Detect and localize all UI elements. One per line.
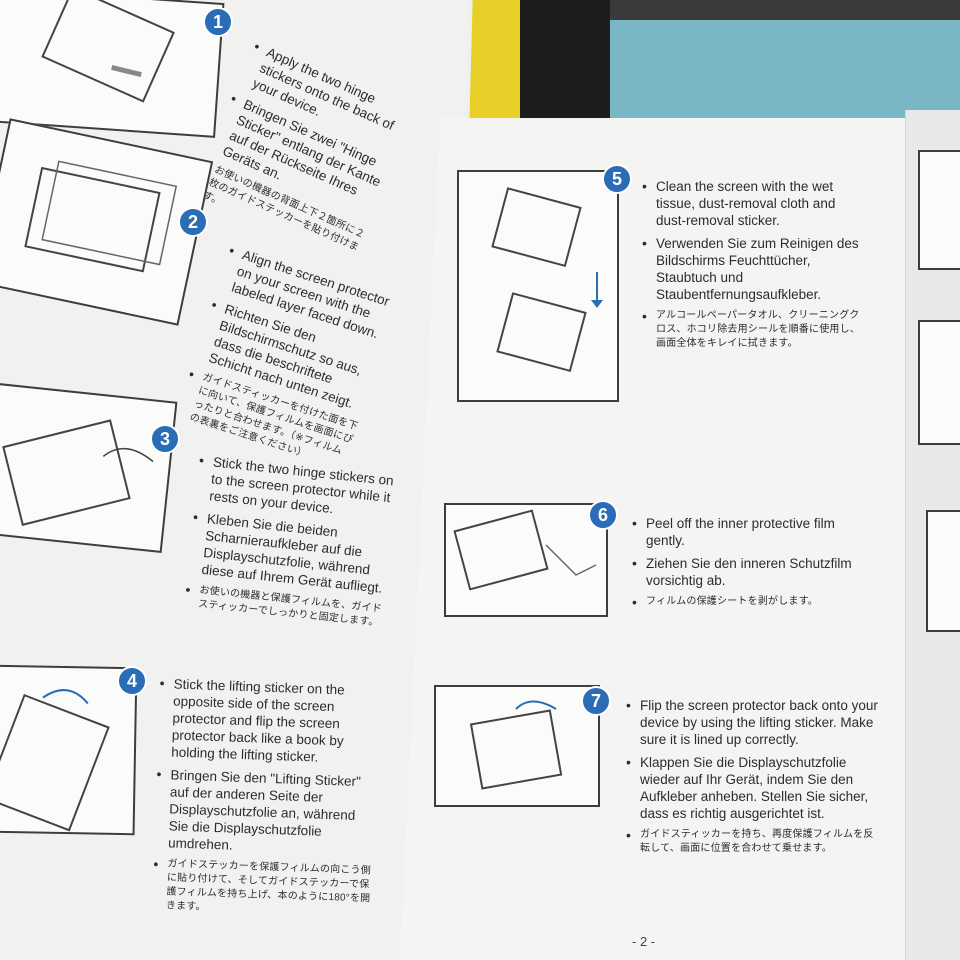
step-6-jp: フィルムの保護シートを剥がします。 [632, 595, 876, 609]
step-2-illustration [0, 118, 214, 326]
background-foam-insert [520, 0, 610, 135]
step-5-text: Clean the screen with the wet tissue, du… [642, 178, 864, 357]
tablet-clean-drawing [491, 187, 603, 373]
step-6-text: Peel off the inner protective film gentl… [632, 515, 876, 615]
tablet-hinge-drawing [41, 0, 175, 103]
step-7-badge: 7 [581, 686, 611, 716]
page-number: - 2 - [632, 934, 656, 949]
background-dark-surface [600, 0, 960, 22]
tablet-peel-drawing [453, 509, 597, 591]
tablet-flip-back-drawing [469, 700, 563, 790]
tablet-flip-drawing [0, 689, 110, 832]
step-2-badge: 2 [178, 207, 208, 237]
step-5-badge: 5 [602, 164, 632, 194]
step-7-text: Flip the screen protector back onto your… [626, 697, 878, 862]
step-4-illustration [0, 664, 138, 836]
step-1-illustration [0, 0, 225, 138]
step-7-en: Flip the screen protector back onto your… [626, 697, 878, 748]
step-3-text: Stick the two hinge stickers on to the s… [183, 452, 397, 637]
next-page-illustration [926, 510, 960, 632]
step-3-de: Kleben Sie die beiden Scharnieraufkleber… [187, 509, 391, 597]
step-4-badge: 4 [117, 666, 147, 696]
step-4-text: Stick the lifting sticker on the opposit… [151, 675, 381, 927]
step-4-en: Stick the lifting sticker on the opposit… [157, 675, 382, 768]
step-5-de: Verwenden Sie zum Reinigen des Bildschir… [642, 235, 864, 303]
step-6-en: Peel off the inner protective film gentl… [632, 515, 876, 549]
step-4-de: Bringen Sie den "Lifting Sticker" auf de… [154, 766, 379, 859]
step-4-jp: ガイドステッカーを保護フィルムの向こう側に貼り付けて、そしてガイドステッカーで保… [152, 857, 376, 921]
step-5-illustration [457, 170, 619, 402]
step-5-en: Clean the screen with the wet tissue, du… [642, 178, 864, 229]
step-6-de: Ziehen Sie den inneren Schutzfilm vorsic… [632, 555, 876, 589]
next-page-illustration [918, 150, 960, 270]
step-6-badge: 6 [588, 500, 618, 530]
step-7-jp: ガイドスティッカーを持ち、再度保護フィルムを反転して、画面に位置を合わせて乗せま… [626, 828, 878, 856]
step-7-illustration [434, 685, 600, 807]
manual-next-page-edge [905, 110, 960, 960]
step-3-badge: 3 [150, 424, 180, 454]
step-5-jp: アルコールペーパータオル、クリーニングクロス、ホコリ除去用シールを順番に使用し、… [642, 309, 864, 351]
tablet-align-drawing [24, 160, 178, 273]
step-1-badge: 1 [203, 7, 233, 37]
step-3-illustration [0, 383, 178, 553]
step-7-de: Klappen Sie die Displayschutzfolie wiede… [626, 754, 878, 822]
step-6-illustration [444, 503, 608, 617]
tablet-stick-drawing [2, 419, 154, 526]
next-page-illustration [918, 320, 960, 445]
